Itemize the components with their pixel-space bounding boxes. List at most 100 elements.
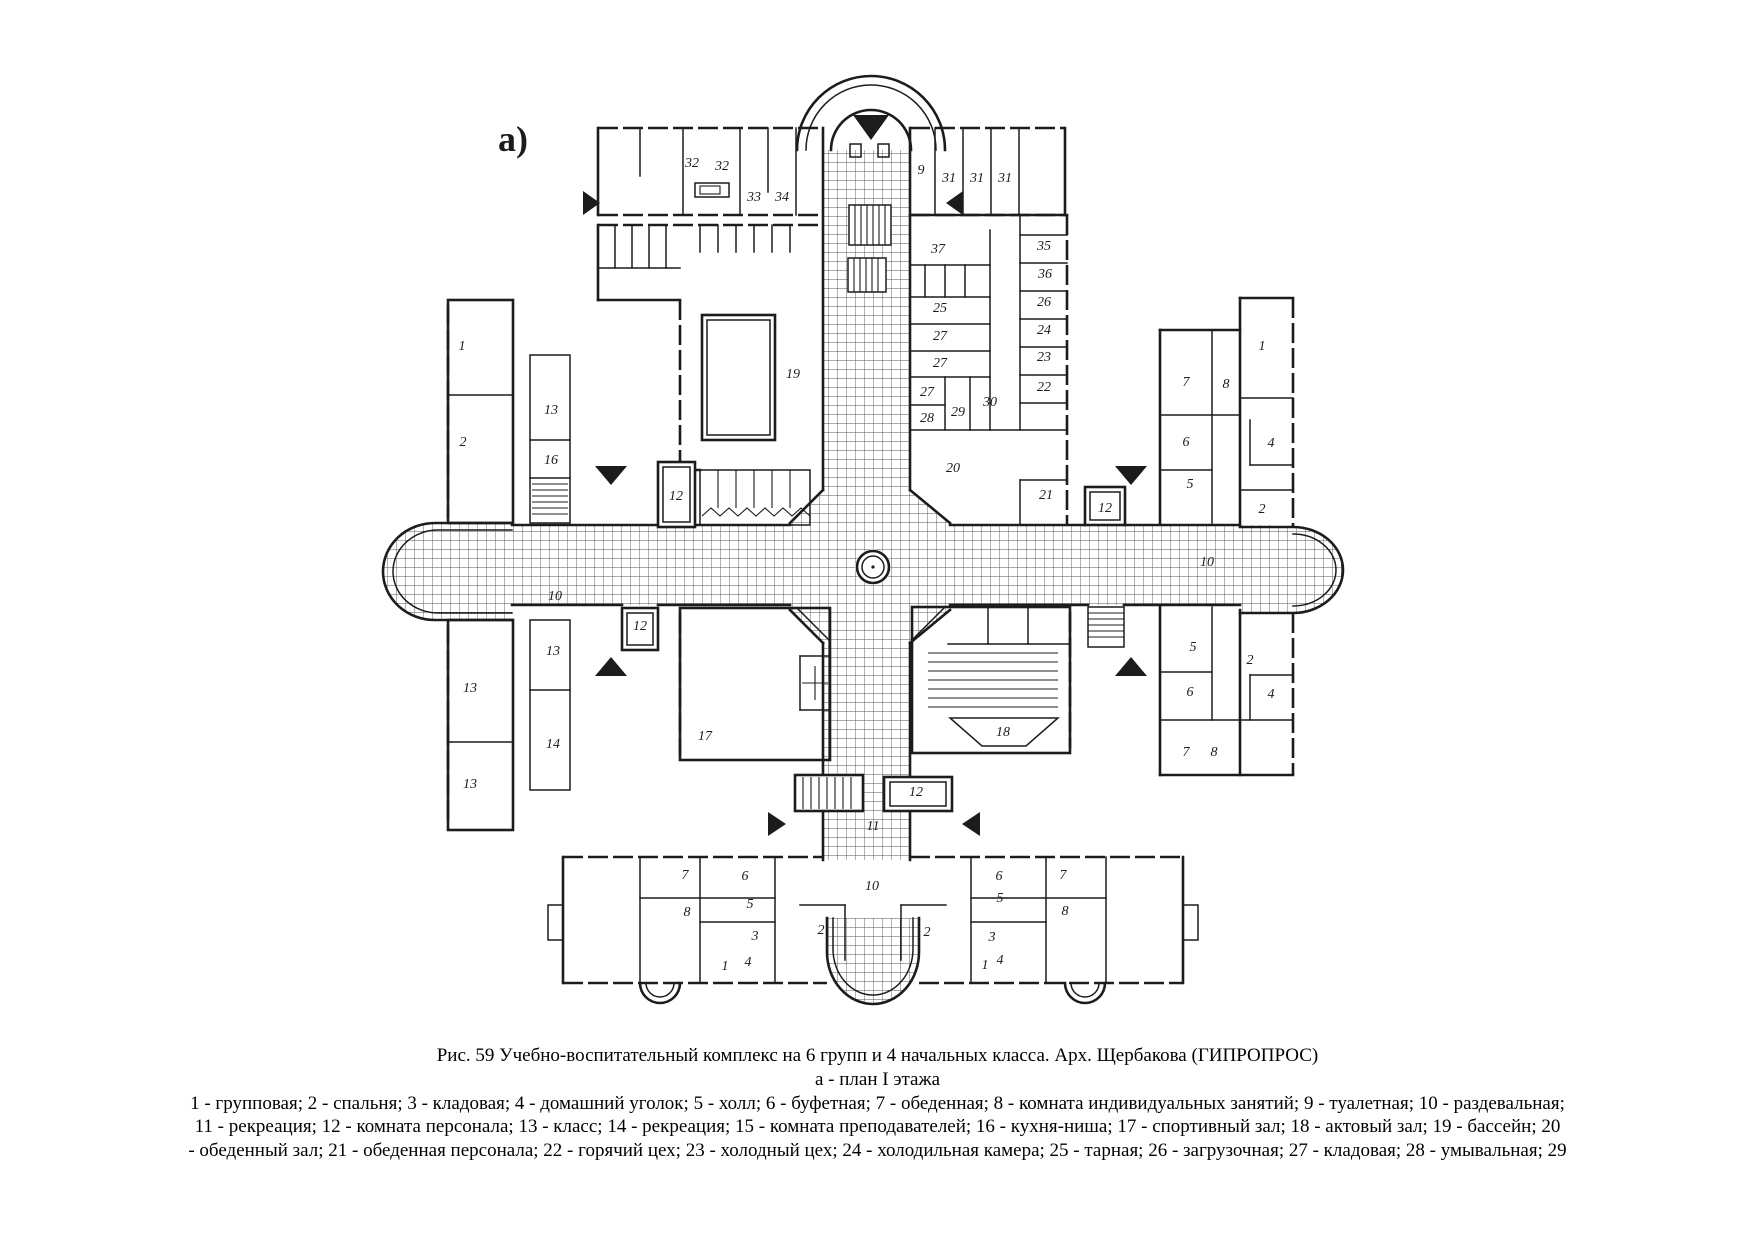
corridor-south-hatch — [823, 643, 910, 860]
entrance-arrow-icon — [946, 191, 963, 215]
room-number-label: 12 — [669, 489, 683, 504]
room-number-label: 2 — [460, 435, 467, 450]
room-number-label: 31 — [969, 171, 984, 186]
entrance-arrow-icon — [962, 812, 980, 836]
caption-title: Рис. 59 Учебно-воспитательный комплекс н… — [436, 1045, 1319, 1066]
wing-west — [381, 298, 697, 832]
room-number-label: 21 — [1039, 488, 1053, 503]
room-number-label: 19 — [786, 367, 800, 382]
room-number-label: 11 — [867, 819, 880, 834]
entrance-arrows — [583, 115, 1147, 836]
room-number-label: 24 — [1037, 323, 1051, 338]
room-number-label: 17 — [698, 729, 713, 744]
room-number-label: 7 — [1183, 375, 1191, 390]
wing-east — [1083, 296, 1345, 777]
staff-room-west-upper — [656, 460, 697, 529]
assembly-hall — [910, 605, 1072, 755]
changing-stalls — [699, 469, 811, 526]
room-number-label: 8 — [1062, 904, 1069, 919]
room-number-label: 12 — [909, 785, 923, 800]
entrance-arrow-icon — [595, 466, 627, 485]
room-number-label: 2 — [924, 925, 931, 940]
room-number-label: 3 — [988, 930, 996, 945]
caption-subtitle: а - план I этажа — [814, 1068, 941, 1090]
room-number-label: 7 — [1183, 745, 1191, 760]
porch-right — [1063, 981, 1107, 1005]
room-number-label: 30 — [982, 395, 997, 410]
terrace-east-hatch — [1240, 527, 1343, 613]
corridor-hatching — [383, 150, 1343, 1004]
corridor-east-hatch — [950, 525, 1270, 605]
entrance-arrow-icon — [583, 191, 600, 215]
block-north-west — [596, 126, 823, 217]
room-number-label: 32 — [714, 159, 729, 174]
room-number-label: 5 — [747, 897, 754, 912]
room-number-label: 10 — [548, 589, 562, 604]
floor-plan-drawing: 3232333493131311937252727272829303536262… — [381, 74, 1345, 1006]
corridor-north-hatch — [823, 150, 910, 490]
caption-legend-line: 1 - групповая; 2 - спальня; 3 - кладовая… — [190, 1092, 1565, 1114]
room-number-label: 7 — [682, 868, 690, 883]
room-number-label: 37 — [930, 242, 946, 257]
kitchen-dining-block — [908, 213, 1069, 526]
room-number-label: 10 — [865, 879, 879, 894]
staff-room-east — [1083, 485, 1127, 527]
room-number-label: 1 — [722, 959, 729, 974]
room-number-label: 2 — [818, 923, 825, 938]
room-number-label: 5 — [1190, 640, 1197, 655]
room-number-label: 16 — [544, 453, 558, 468]
room-number-label: 23 — [1037, 350, 1051, 365]
room-number-label: 8 — [684, 905, 691, 920]
entrance-arrow-icon — [1115, 657, 1147, 676]
staff-room-west-lower — [620, 606, 660, 652]
corridor-west-hatch — [512, 525, 790, 605]
room-number-label: 31 — [941, 171, 956, 186]
room-number-label: 6 — [996, 869, 1003, 884]
caption-legend-line: - обеденный зал; 21 - обеденная персонал… — [188, 1140, 1567, 1162]
room-number-label: 1 — [459, 339, 466, 354]
room-number-label: 6 — [742, 869, 749, 884]
room-number-label: 14 — [546, 737, 560, 752]
room-number-label: 27 — [933, 356, 948, 371]
corridor-walls — [510, 126, 1242, 862]
entrance-arrow-icon — [595, 657, 627, 676]
room-number-label: 8 — [1223, 377, 1230, 392]
room-number-label: 13 — [546, 644, 560, 659]
room-number-label: 32 — [684, 156, 699, 171]
figure-caption: Рис. 59 Учебно-воспитательный комплекс н… — [0, 1044, 1755, 1163]
room-number-label: 13 — [463, 681, 477, 696]
wing-south — [547, 855, 1199, 1006]
room-number-label: 9 — [918, 163, 925, 178]
terrace-south-hatch — [827, 918, 919, 1004]
room-number-label: 22 — [1037, 380, 1051, 395]
room-number-label: 27 — [933, 329, 948, 344]
room-number-label: 1 — [982, 958, 989, 973]
sports-hall — [678, 606, 832, 762]
room-number-label: 12 — [1098, 501, 1112, 516]
entry-steps-right — [1182, 904, 1199, 941]
figure-part-label: а) — [498, 119, 528, 159]
swimming-pool — [700, 313, 777, 442]
stairs-east — [1087, 606, 1125, 648]
room-number-label: 5 — [1187, 477, 1194, 492]
room-number-label: 34 — [774, 190, 789, 205]
entrance-arch — [795, 74, 947, 158]
entrance-arrow-icon — [768, 812, 786, 836]
porch-left — [638, 981, 682, 1005]
room-number-label: 18 — [996, 725, 1010, 740]
staff-room-south — [882, 775, 954, 813]
room-number-label: 3 — [751, 929, 759, 944]
seating-rows — [928, 652, 1058, 708]
entrance-arrow-icon — [1115, 466, 1147, 485]
room-number-label: 4 — [1268, 687, 1275, 702]
room-number-label: 26 — [1037, 295, 1051, 310]
room-number-label: 4 — [997, 953, 1004, 968]
room-number-label: 2 — [1247, 653, 1254, 668]
stairs-west — [532, 483, 568, 515]
room-number-label: 6 — [1183, 435, 1190, 450]
room-number-label: 1 — [1259, 339, 1266, 354]
room-number-label: 31 — [997, 171, 1012, 186]
caption-legend-line: 11 - рекреация; 12 - комната персонала; … — [194, 1116, 1561, 1138]
